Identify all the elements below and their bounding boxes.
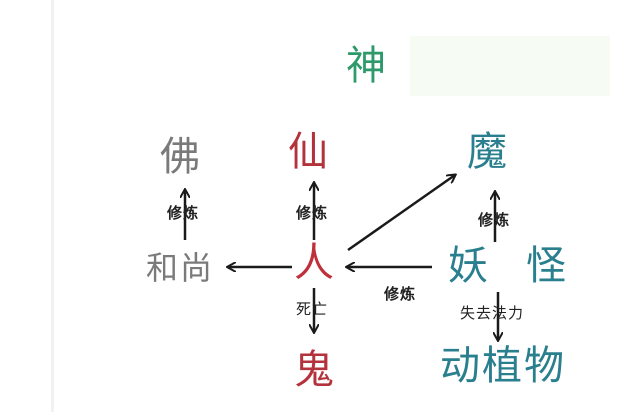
label-human-to-ghost: 死亡: [296, 300, 329, 318]
arrow-human-to-demon: [347, 175, 455, 252]
node-human: 人: [294, 240, 334, 286]
background-tint: [410, 36, 610, 96]
label-monster-to-demon: 修炼: [478, 211, 511, 229]
label-monk-to-buddha: 修炼: [167, 204, 200, 222]
node-monster-yao: 妖: [448, 243, 488, 289]
node-ghost: 鬼: [294, 347, 334, 393]
node-monk: 和尚: [146, 249, 215, 287]
label-human-to-immortal: 修炼: [296, 204, 329, 222]
label-monster-to-creatures: 失去法力: [460, 304, 525, 322]
node-immortal: 仙: [288, 129, 328, 175]
node-god: 神: [346, 43, 386, 89]
node-creatures: 动植物: [440, 343, 566, 389]
label-monster-to-human: 修炼: [384, 285, 417, 303]
node-buddha: 佛: [160, 134, 200, 180]
node-demon: 魔: [467, 129, 507, 175]
left-border-line: [51, 0, 54, 412]
node-monster-guai: 怪: [526, 243, 566, 289]
